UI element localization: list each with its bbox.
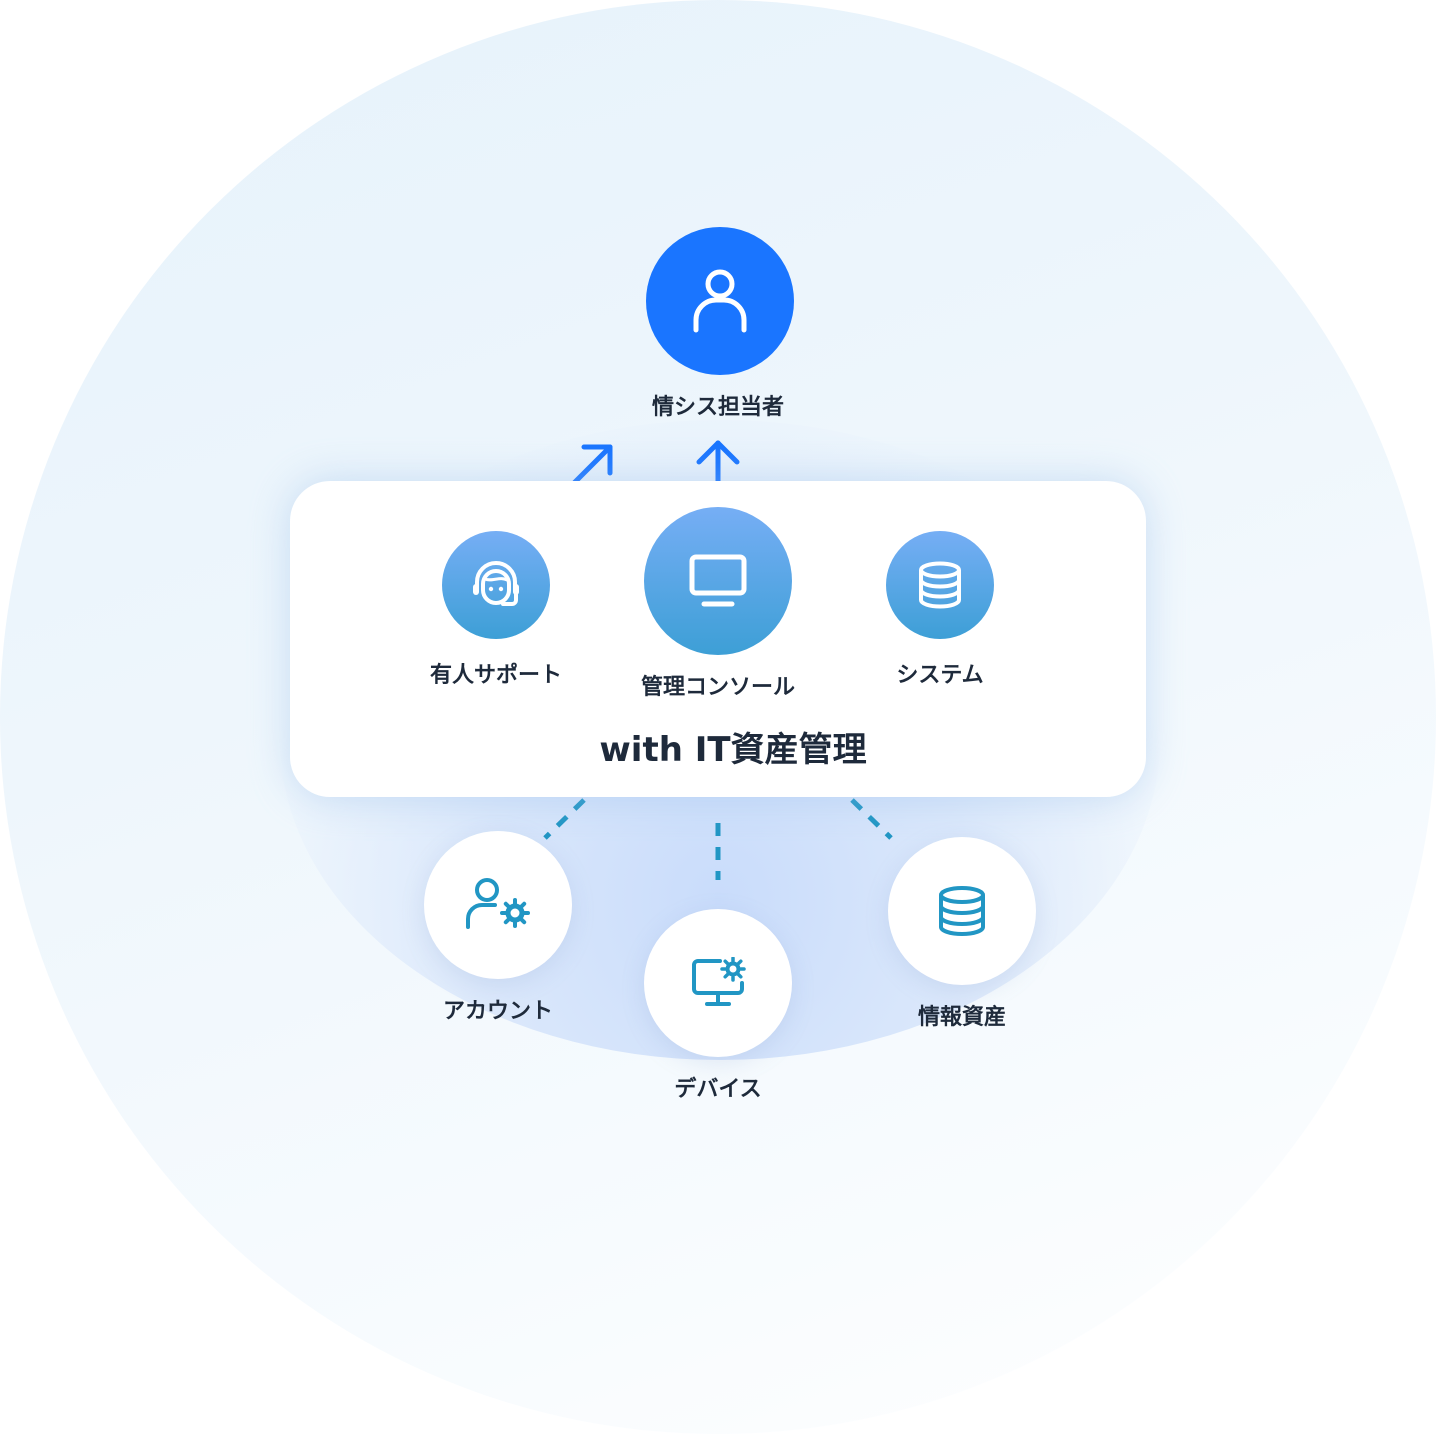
device-label: デバイス bbox=[674, 1077, 762, 1102]
info-assets-node bbox=[888, 837, 1036, 985]
info-assets-label: 情報資産 bbox=[917, 1005, 1007, 1030]
user-settings-icon bbox=[466, 878, 530, 929]
headset-support-icon bbox=[473, 561, 519, 606]
support-label: 有人サポート bbox=[429, 663, 563, 688]
monitor-settings-icon bbox=[692, 957, 746, 1006]
database-icon bbox=[919, 561, 961, 609]
system-label: システム bbox=[896, 663, 984, 688]
user-icon bbox=[693, 269, 747, 333]
dashed-connector-account bbox=[543, 798, 586, 840]
admin-node bbox=[646, 227, 794, 375]
account-node bbox=[424, 831, 572, 979]
device-node bbox=[644, 909, 792, 1057]
support-node bbox=[442, 531, 550, 639]
console-label: 管理コンソール bbox=[640, 675, 796, 700]
console-node bbox=[644, 507, 792, 655]
monitor-icon bbox=[689, 554, 747, 607]
dashed-connector-info-assets bbox=[850, 798, 893, 840]
account-label: アカウント bbox=[442, 999, 554, 1024]
admin-label: 情シス担当者 bbox=[651, 395, 785, 420]
card-title: with IT資産管理 bbox=[599, 730, 867, 770]
system-node bbox=[886, 531, 994, 639]
database-icon bbox=[939, 886, 985, 936]
